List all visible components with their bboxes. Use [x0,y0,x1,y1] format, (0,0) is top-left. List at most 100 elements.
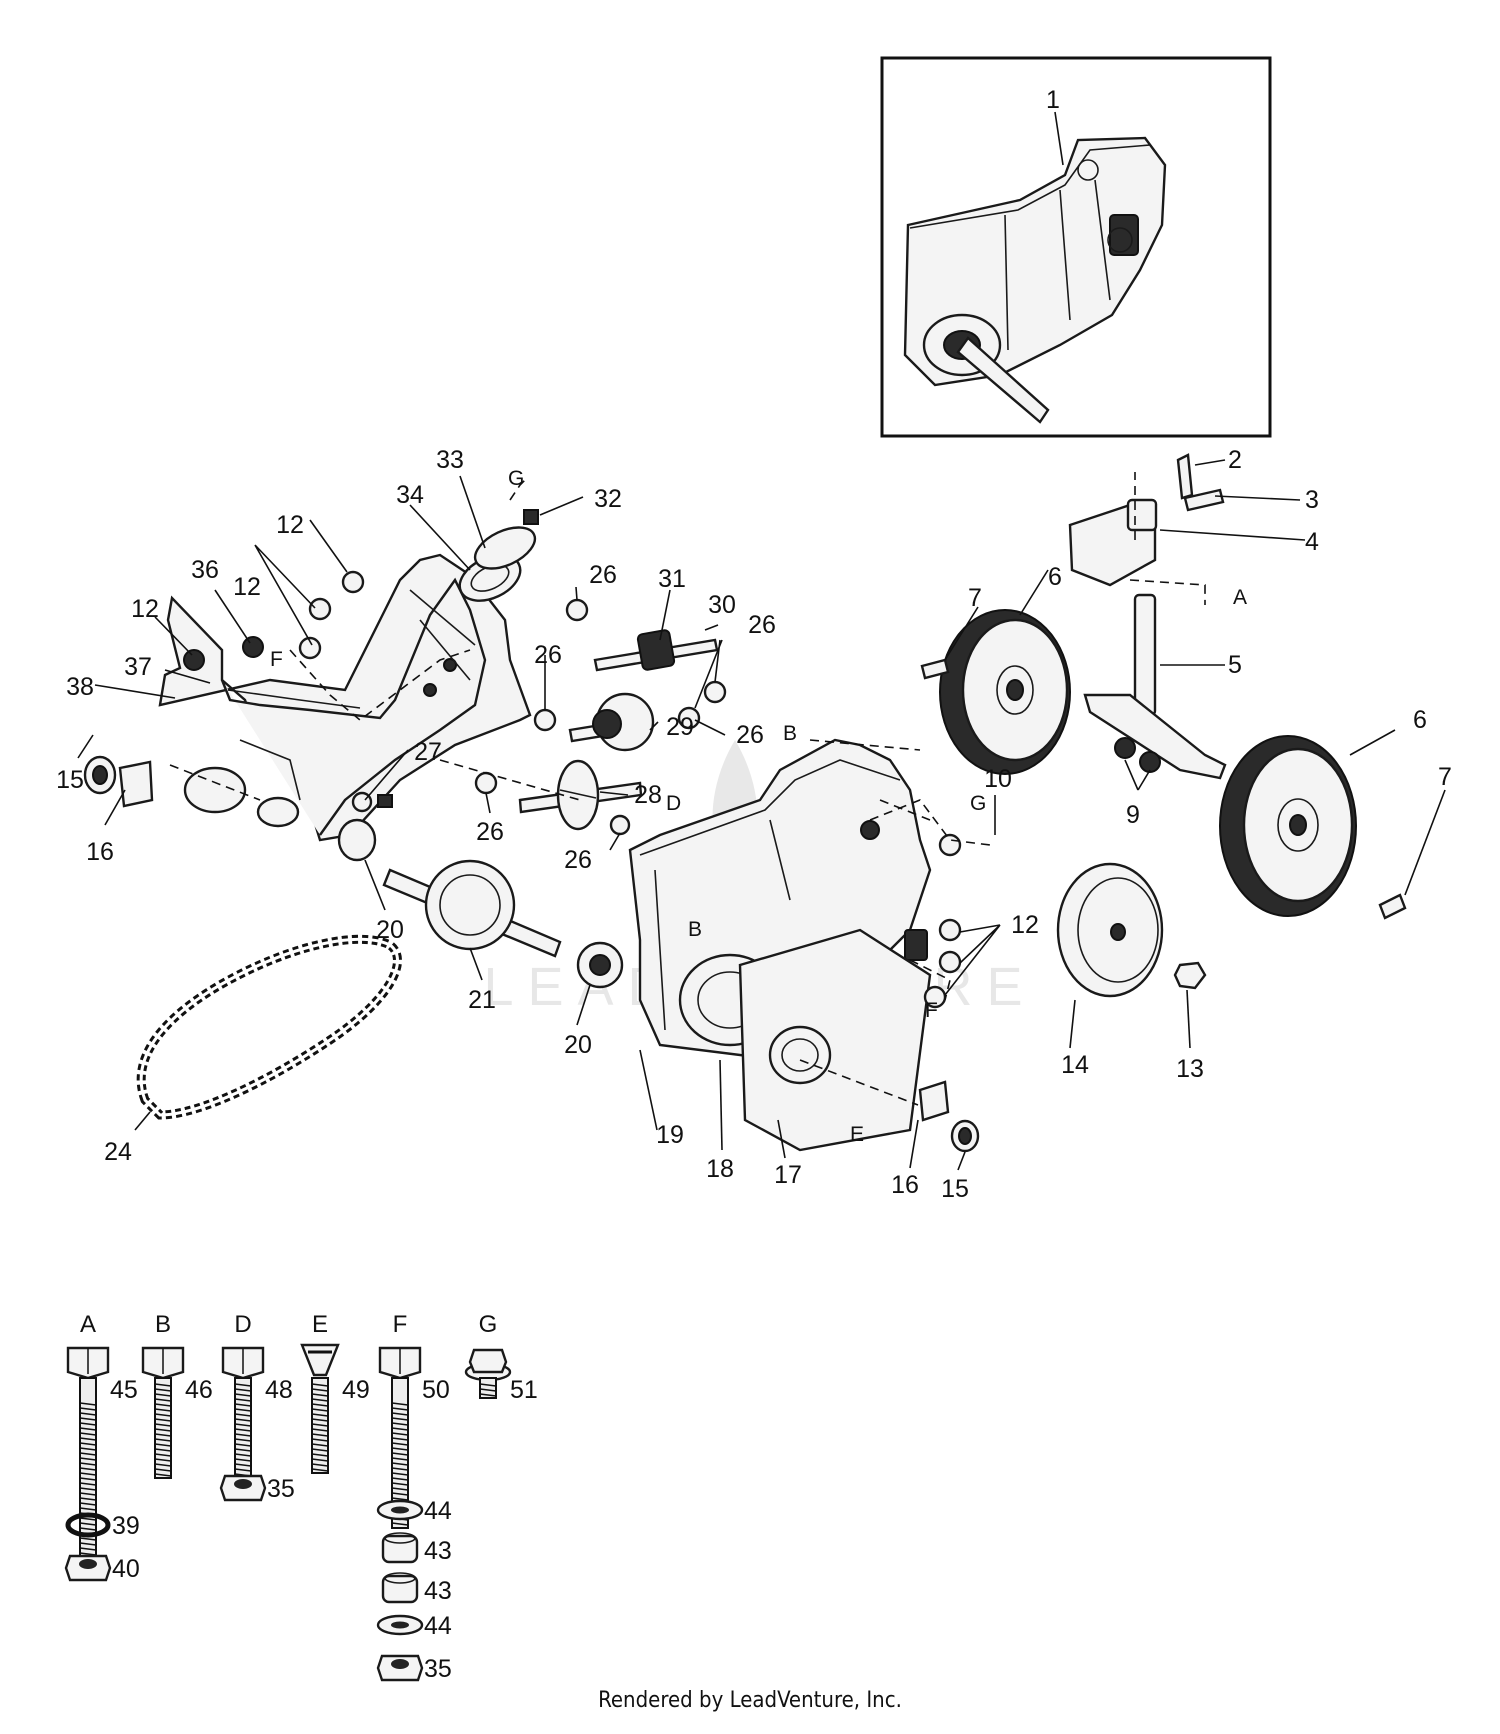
callout-16: 16 [891,1171,919,1199]
seal-parts [458,509,539,602]
hardware-part-number: 35 [424,1655,452,1683]
callout-12: 12 [276,511,304,539]
hardware-part-number: 43 [424,1537,452,1565]
callout-16: 16 [86,838,114,866]
ref-letter-b: B [688,918,702,941]
hardware-letter: G [479,1311,498,1338]
callout-12: 12 [131,595,159,623]
callout-5: 5 [1228,651,1242,679]
callout-38: 38 [66,673,94,701]
ref-letter-a: A [1233,586,1247,609]
hardware-part-number: 45 [110,1376,138,1404]
callout-14: 14 [1061,1051,1089,1079]
hardware-item-g: G 51 [464,1311,538,1404]
ref-letter-g: G [970,792,986,815]
hardware-item-f: F 50 44 43 43 44 35 [376,1311,452,1683]
hardware-item-b: B 46 [141,1311,213,1479]
hardware-part-number: 51 [510,1376,538,1404]
ref-letter-g: G [508,467,524,490]
ref-letter-f: F [925,999,938,1022]
callout-27: 27 [414,738,442,766]
callout-26: 26 [564,846,592,874]
callout-7: 7 [1438,763,1452,791]
callout-6: 6 [1413,706,1427,734]
callout-10: 10 [984,765,1012,793]
callout-31: 31 [658,565,686,593]
wheels-and-pulleys [920,609,1407,998]
callout-15: 15 [941,1175,969,1203]
hardware-part-number: 40 [112,1555,140,1583]
callout-30: 30 [708,591,736,619]
callout-26: 26 [589,561,617,589]
callout-36: 36 [191,556,219,584]
callout-37: 37 [124,653,152,681]
hardware-part-number: 44 [424,1497,452,1525]
spacer-icon [381,1574,419,1604]
hardware-part-number: 48 [265,1376,293,1404]
small-parts [83,570,980,1153]
ref-letter-e: E [850,1123,864,1146]
hardware-part-number: 46 [185,1376,213,1404]
reference-letters: A B B D E F F G G [270,467,1247,1146]
leader-lines [77,111,1446,1171]
roller-chain [136,934,402,1120]
alignment-lines [169,472,1206,1106]
hardware-part-number: 44 [424,1612,452,1640]
hardware-part-number: 35 [267,1475,295,1503]
callout-2: 2 [1228,446,1242,474]
callout-26: 26 [736,721,764,749]
spacer-icon [381,1534,419,1564]
callout-29: 29 [666,713,694,741]
callout-12: 12 [1011,911,1039,939]
ref-letter-d: D [666,792,681,815]
hardware-letter: B [155,1311,171,1338]
callout-17: 17 [774,1161,802,1189]
callout-20: 20 [376,916,404,944]
hardware-part-number: 50 [422,1376,450,1404]
hardware-letter: E [312,1311,328,1338]
callout-4: 4 [1305,528,1319,556]
hardware-letter: F [393,1311,408,1338]
hardware-part-number: 49 [342,1376,370,1404]
callout-34: 34 [396,481,424,509]
hardware-legend: A 45 39 40 B 46 D 48 35 E 49 F 50 44 43 43 44 35 G 51 [64,1311,538,1683]
hardware-letter: A [80,1311,96,1338]
callout-13: 13 [1176,1055,1204,1083]
hardware-item-e: E 49 [300,1311,370,1474]
flat-head-bolt-icon [300,1343,340,1377]
callout-15: 15 [56,766,84,794]
callout-32: 32 [594,485,622,513]
hardware-part-number: 43 [424,1577,452,1605]
hardware-item-a: A 45 39 40 [64,1311,140,1583]
inset-assembled-transmission [880,56,1272,438]
callout-26: 26 [748,611,776,639]
hardware-letter: D [234,1311,251,1338]
callout-33: 33 [436,446,464,474]
callout-1: 1 [1046,86,1060,114]
cover-plate [738,928,932,1152]
lock-washer-icon [65,1512,111,1538]
callout-numbers: 1 2 3 4 5 6 6 7 7 9 10 12 13 14 15 15 16… [56,86,1452,1203]
callout-26: 26 [534,641,562,669]
callout-9: 9 [1126,801,1140,829]
left-case-half [158,553,532,842]
callout-26: 26 [476,818,504,846]
idler-bracket-assembly [1068,453,1227,780]
callout-7: 7 [968,584,982,612]
hardware-item-d: D 48 35 [219,1311,295,1503]
footer-credit: Rendered by LeadVenture, Inc. [598,1688,902,1713]
callout-6: 6 [1048,563,1062,591]
callout-24: 24 [104,1138,132,1166]
hardware-part-number: 39 [112,1512,140,1540]
callout-21: 21 [468,986,496,1014]
callout-20: 20 [564,1031,592,1059]
ref-letter-f: F [270,648,283,671]
callout-28: 28 [634,781,662,809]
callout-3: 3 [1305,486,1319,514]
callout-18: 18 [706,1155,734,1183]
callout-19: 19 [656,1121,684,1149]
ref-letter-b: B [783,722,797,745]
shafts-and-gears [382,629,719,958]
